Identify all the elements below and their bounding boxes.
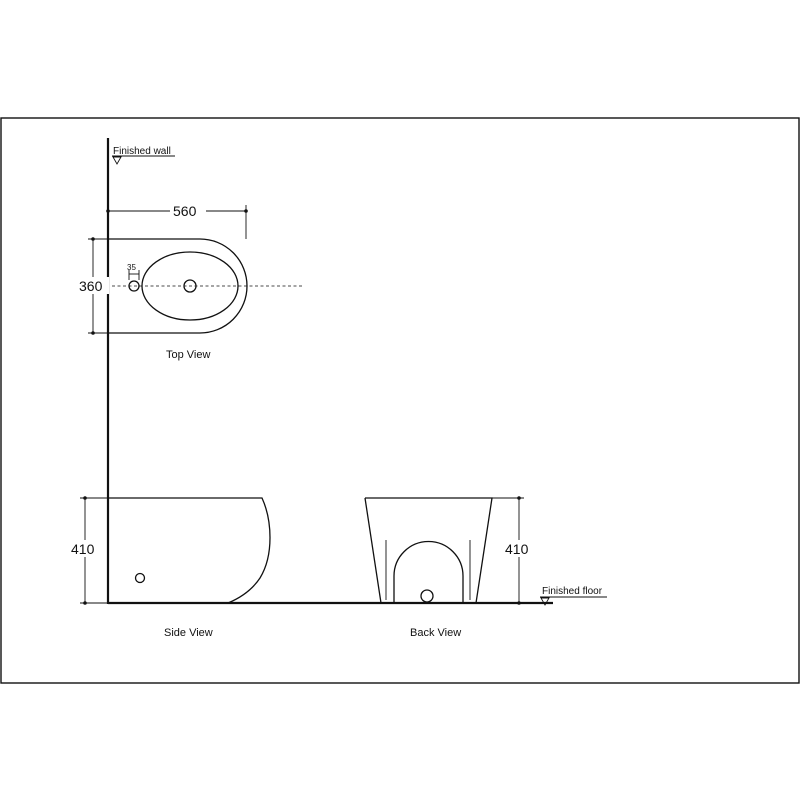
back-view-outline [364, 497, 493, 604]
hole-dimension: 35 [127, 263, 136, 272]
back-view-arch [393, 540, 464, 603]
back-view-arch-inner [385, 540, 471, 600]
finished-floor-marker: Finished floor [540, 586, 607, 606]
top-view-label: Top View [166, 349, 210, 361]
finished-wall-label: Finished wall [113, 146, 171, 157]
length-dimension: 560 [173, 203, 197, 219]
drawing-frame [0, 117, 800, 684]
finished-floor-label: Finished floor [542, 586, 603, 597]
finished-wall-marker: Finished wall [112, 146, 175, 165]
side-view: 410 Side View [69, 496, 271, 639]
side-height-dimension: 410 [71, 541, 95, 557]
back-height-dimension: 410 [505, 541, 529, 557]
side-view-outline [108, 497, 271, 604]
top-view: 35 560 360 Top View [77, 201, 303, 361]
back-drain-hole [420, 589, 434, 603]
back-view-label: Back View [410, 627, 461, 639]
back-view: 410 Back View [364, 496, 535, 639]
width-dimension: 360 [79, 278, 103, 294]
side-inlet-hole [134, 572, 146, 584]
side-view-label: Side View [164, 627, 213, 639]
